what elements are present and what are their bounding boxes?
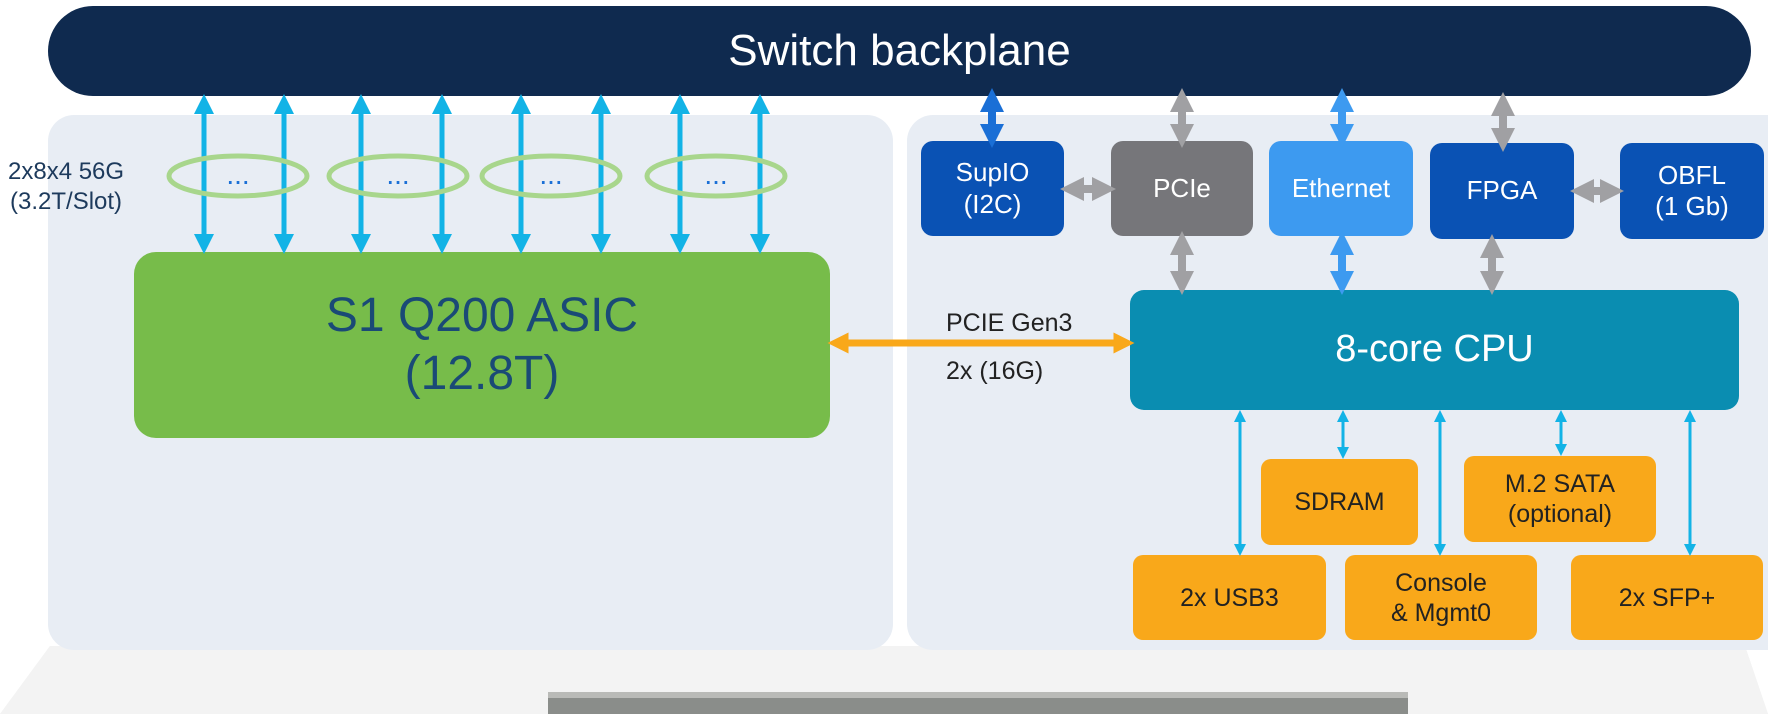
lane-bundle-ring <box>166 153 310 199</box>
switch-backplane: Switch backplane <box>48 6 1751 96</box>
usb3-block: 2x USB3 <box>1133 555 1326 640</box>
sfp-block: 2x SFP+ <box>1571 555 1763 640</box>
m2-sata-block: M.2 SATA (optional) <box>1464 456 1656 542</box>
supio-block: SupIO (I2C) <box>921 141 1064 236</box>
console-mgmt-block: Console & Mgmt0 <box>1345 555 1537 640</box>
fpga-block: FPGA <box>1430 143 1574 239</box>
linecard-link-label: 2x8x4 56G (3.2T/Slot) <box>8 158 125 215</box>
bundle-ellipsis: ... <box>226 159 249 190</box>
sdram-block: SDRAM <box>1261 459 1418 545</box>
bundle-ellipsis: ... <box>539 159 562 190</box>
obfl-block: OBFL (1 Gb) <box>1620 143 1764 239</box>
cpu-block: 8-core CPU <box>1130 290 1739 410</box>
pcie-link-label: PCIE Gen3 <box>946 309 1073 337</box>
asic-capacity: (12.8T) <box>404 347 560 400</box>
bundle-ellipsis: ... <box>386 159 409 190</box>
pcie-block: PCIe <box>1111 141 1253 236</box>
lane-bundle-ring <box>326 153 470 199</box>
ethernet-block: Ethernet <box>1269 141 1413 236</box>
pcie-link-speed: 2x (16G) <box>946 357 1044 385</box>
bundle-ellipsis: ... <box>704 159 727 190</box>
lane-bundle-ring <box>644 153 788 199</box>
asic-name: S1 Q200 ASIC <box>325 289 639 343</box>
asic-block: S1 Q200 ASIC (12.8T) <box>134 252 830 438</box>
lane-bundle-ring <box>479 153 623 199</box>
asic-lanes <box>194 94 770 254</box>
